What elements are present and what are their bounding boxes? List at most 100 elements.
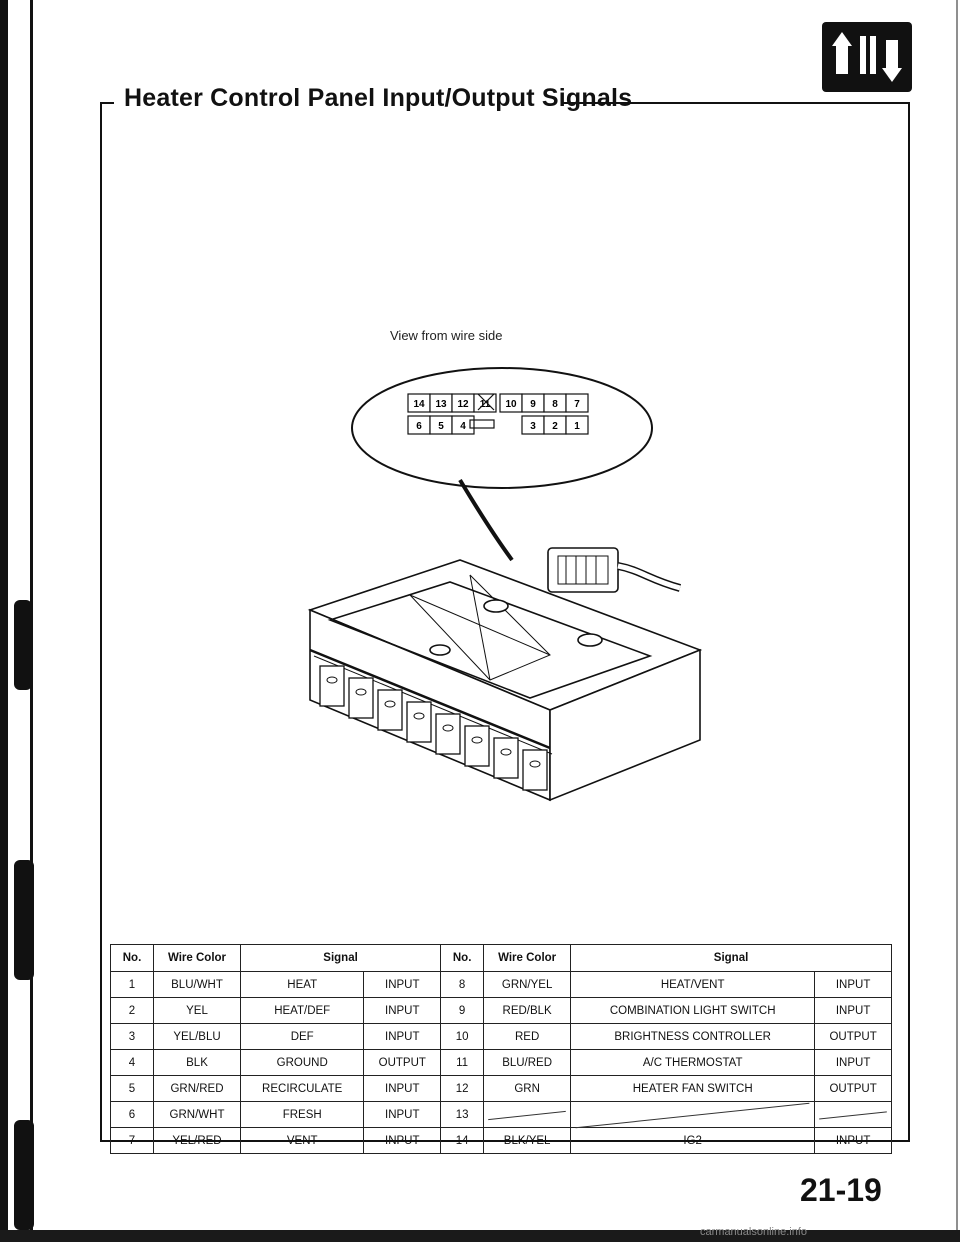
panel-button [493,737,519,779]
cell-no: 11 [440,1049,485,1076]
cell-signal: A/C THERMOSTAT [570,1049,816,1076]
cell-direction: OUTPUT [363,1049,442,1076]
panel-button [435,713,461,755]
panel-button [464,725,490,767]
section-title-row: Heater Control Panel Input/Output Signal… [100,84,910,120]
cell-no: 4 [110,1049,154,1076]
connector-pin-label: 8 [552,399,558,410]
panel-button [348,677,374,719]
table-header-row: No. Wire Color Signal No. Wire Color Sig… [110,944,892,972]
cell-direction: INPUT [814,1127,892,1154]
cell-no: 2 [110,997,154,1024]
page-number: 21-19 [800,1172,882,1208]
col-header-signal: Signal [570,944,892,972]
cell-signal [570,1101,816,1128]
connector-pin-label: 5 [438,421,444,432]
connector-pin-label: 6 [416,421,422,432]
scan-artifact [14,600,32,690]
col-header-no: No. [110,944,154,972]
panel-button-indicator [500,748,512,756]
connector-pin-label: 3 [530,421,536,432]
cell-no: 13 [440,1101,485,1128]
cell-wire-color: BLU/RED [483,1049,572,1076]
page-edge-left [0,0,8,1242]
cell-signal: VENT [239,1127,365,1154]
connector-pin-label: 7 [574,399,580,410]
cell-no: 8 [440,971,485,998]
cell-signal: HEAT/VENT [570,971,816,998]
connector-pin-label: 11 [480,399,491,410]
cell-wire-color: YEL/BLU [153,1023,241,1050]
connector-pin-label: 4 [460,421,466,432]
cell-wire-color: BLU/WHT [153,971,241,998]
cell-wire-color: YEL [153,997,241,1024]
connector-bubble [351,367,653,489]
cell-signal: HEAT [239,971,365,998]
connector-pin-cell [565,415,589,435]
cell-wire-color: GRN/YEL [483,971,572,998]
cell-direction: INPUT [814,1049,892,1076]
connector-pin-label: 12 [457,399,469,410]
cell-signal: HEATER FAN SWITCH [570,1075,816,1102]
cell-signal: DEF [239,1023,365,1050]
col-header-wire-color: Wire Color [153,944,241,972]
panel-button-indicator [413,712,425,720]
cell-direction [814,1101,892,1128]
panel-button-row [319,665,548,791]
cell-direction: INPUT [363,1023,442,1050]
cell-direction: INPUT [363,971,442,998]
page-title: Heater Control Panel Input/Output Signal… [124,84,633,112]
harness-connector [547,547,682,593]
cell-signal: IG2 [570,1127,816,1154]
cell-direction: OUTPUT [814,1075,892,1102]
connector-pin-label: 9 [530,399,536,410]
cell-wire-color: GRN/WHT [153,1101,241,1128]
cell-signal: FRESH [239,1101,365,1128]
cell-no: 6 [110,1101,154,1128]
cell-direction: INPUT [363,1075,442,1102]
cell-direction: INPUT [814,971,892,998]
cell-direction: INPUT [363,1127,442,1154]
view-caption: View from wire side [390,328,503,343]
cell-no: 5 [110,1075,154,1102]
heater-section-icon [822,22,912,92]
cell-wire-color: RED [483,1023,572,1050]
panel-button [377,689,403,731]
cell-wire-color [483,1101,572,1128]
panel-button [522,749,548,791]
magnify-pointer [458,478,514,562]
col-header-signal: Signal [239,944,442,972]
connector-pin-label: 14 [413,399,425,410]
cell-signal: BRIGHTNESS CONTROLLER [570,1023,816,1050]
panel-button-indicator [326,676,338,684]
col-header-wire-color: Wire Color [483,944,572,972]
panel-button [319,665,345,707]
cell-no: 9 [440,997,485,1024]
cell-no: 7 [110,1127,154,1154]
cell-direction: INPUT [814,997,892,1024]
watermark: carmanualsonline.info [700,1226,808,1238]
cell-signal: GROUND [239,1049,365,1076]
cell-direction: INPUT [363,997,442,1024]
panel-button-indicator [355,688,367,696]
cell-wire-color: BLK [153,1049,241,1076]
cell-signal: COMBINATION LIGHT SWITCH [570,997,816,1024]
col-header-no: No. [440,944,485,972]
signal-table: No. Wire Color Signal No. Wire Color Sig… [110,944,892,1154]
panel-button-indicator [384,700,396,708]
panel-button-indicator [529,760,541,768]
title-dash [100,102,114,104]
cell-signal: HEAT/DEF [239,997,365,1024]
cell-no: 12 [440,1075,485,1102]
cell-signal: RECIRCULATE [239,1075,365,1102]
cell-direction: OUTPUT [814,1023,892,1050]
page-edge-bottom [0,1230,960,1242]
